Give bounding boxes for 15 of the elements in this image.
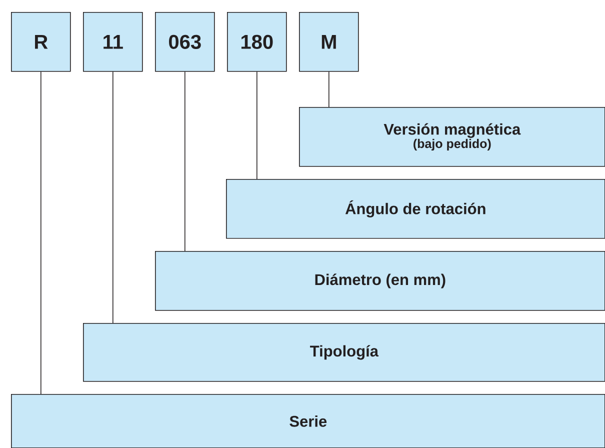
code-box: R — [11, 12, 71, 72]
description-box: Tipología — [83, 323, 605, 382]
code-box: M — [299, 12, 359, 72]
connector-line — [40, 71, 42, 394]
code-box: 11 — [83, 12, 143, 72]
connector-line — [112, 71, 114, 324]
code-box: 180 — [227, 12, 287, 72]
description-box: Ángulo de rotación — [226, 179, 605, 239]
connector-line — [256, 71, 258, 180]
description-box: Diámetro (en mm) — [155, 251, 605, 311]
code-box: 063 — [155, 12, 215, 72]
connector-line — [184, 71, 186, 252]
description-box: Serie — [11, 394, 605, 448]
description-box: Versión magnética (bajo pedido) — [299, 107, 605, 167]
connector-line — [328, 71, 330, 108]
